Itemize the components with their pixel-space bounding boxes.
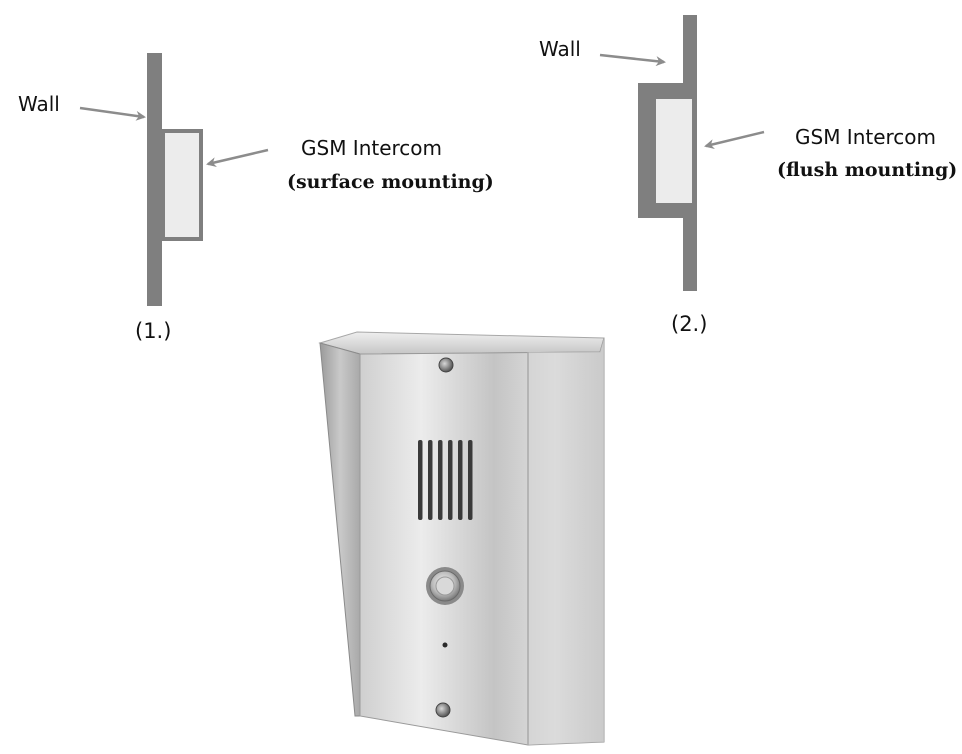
speaker-grille (418, 440, 473, 520)
diagram-number-1: (1.) (135, 319, 171, 343)
device-arrow-1 (206, 148, 269, 168)
call-button (426, 567, 464, 605)
wall-label-2: Wall (539, 37, 581, 61)
device-label-2: GSM Intercom (795, 125, 936, 149)
surface-mounting-diagram: Wall GSM Intercom (surface mounting) (1.… (18, 53, 494, 343)
wall-arrow-2 (599, 53, 666, 67)
intercom-right-edge (528, 338, 604, 745)
surface-intercom-box (161, 129, 203, 241)
wall-2-upper (683, 15, 697, 83)
mount-label-1: (surface mounting) (287, 171, 494, 193)
intercom-top-face (318, 331, 605, 355)
wall-label-1: Wall (18, 92, 60, 116)
top-screw (438, 357, 454, 373)
diagram-number-2: (2.) (671, 312, 707, 336)
wall-arrow-1 (79, 106, 146, 121)
device-arrow-2 (704, 130, 765, 149)
flush-mounting-diagram: Wall GSM Intercom (flush mounting) (2.) (539, 15, 957, 336)
bottom-screw (435, 702, 451, 718)
microphone-hole (442, 642, 448, 648)
flush-intercom-box (656, 99, 692, 203)
wall-1 (147, 53, 162, 306)
wall-2-lower (683, 211, 697, 291)
intercom-side-face (319, 342, 361, 717)
intercom-product-image (318, 331, 605, 746)
mount-label-2: (flush mounting) (777, 159, 957, 181)
device-label-1: GSM Intercom (301, 136, 442, 160)
